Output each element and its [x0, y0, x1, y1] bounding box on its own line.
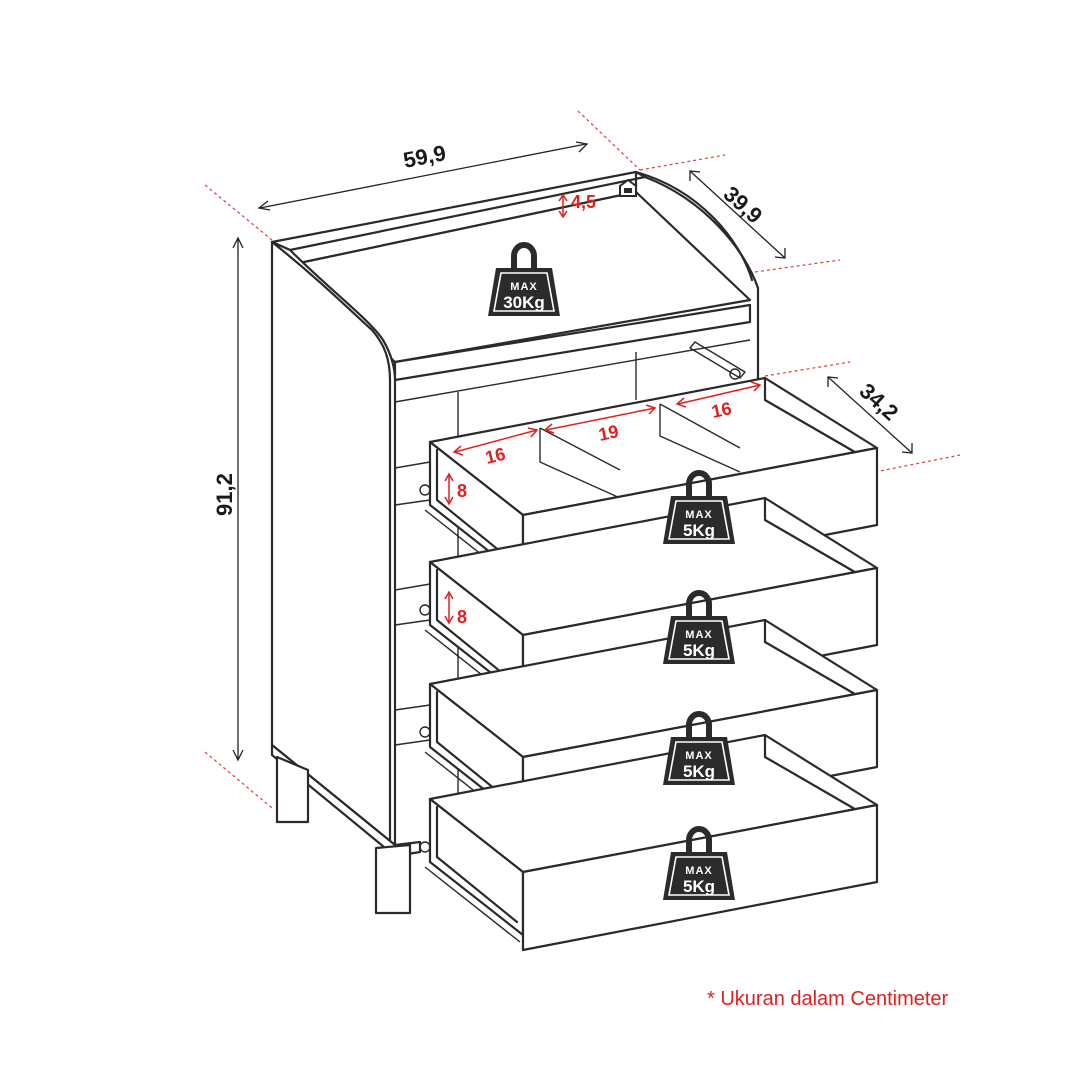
- weight-drawer-3-icon: MAX 5Kg: [663, 711, 735, 785]
- depth-label: 39,9: [719, 181, 768, 228]
- weight-drawer-2-max: MAX: [685, 629, 712, 641]
- dimension-arrows: [232, 141, 913, 762]
- drawer-inner-edge: [435, 690, 519, 809]
- drawer-slide-wheel: [419, 726, 431, 738]
- compartment-middle-label: 19: [597, 421, 621, 445]
- drawer-height-label-2: 8: [457, 607, 467, 627]
- weight-drawer-3-value: 5Kg: [683, 762, 715, 781]
- drawer-height-label-1: 8: [457, 481, 467, 501]
- top-rim-label: 4,5: [571, 192, 596, 212]
- drawer-rail: [429, 861, 524, 936]
- weight-top-icon: MAX 30Kg: [488, 242, 560, 316]
- weight-drawer-3-max: MAX: [685, 750, 712, 762]
- drawer-depth-label: 34,2: [855, 378, 904, 425]
- drawer-inner-edge: [435, 448, 519, 567]
- compartment-right-label: 16: [710, 398, 734, 422]
- drawer-slide-wheel: [419, 841, 431, 853]
- weight-drawer-2-icon: MAX 5Kg: [663, 590, 735, 664]
- drawer-slide-wheel: [419, 604, 431, 616]
- weight-top-value: 30Kg: [503, 293, 545, 312]
- drawer-inner-edge: [435, 805, 519, 924]
- unit-note: * Ukuran dalam Centimeter: [707, 988, 949, 1010]
- guide-lines: [204, 110, 961, 809]
- weight-drawer-4-value: 5Kg: [683, 877, 715, 896]
- red-dimension-marks: [444, 193, 762, 625]
- weight-drawer-1-value: 5Kg: [683, 521, 715, 540]
- drawer-slide-wheel: [419, 484, 431, 496]
- compartment-left-label: 16: [483, 444, 507, 468]
- weight-drawer-1-icon: MAX 5Kg: [663, 470, 735, 544]
- weight-drawer-2-value: 5Kg: [683, 641, 715, 660]
- weight-top-max: MAX: [510, 281, 537, 293]
- drawer-back-right: [763, 733, 862, 814]
- brand-badge-icon: [619, 178, 637, 197]
- divider-left: [539, 428, 621, 499]
- drawer-back-right: [763, 618, 862, 699]
- cabinet-body: [270, 170, 760, 915]
- drawer-back-right: [763, 496, 862, 577]
- height-label: 91,2: [212, 473, 237, 516]
- drawer-rail-lower: [424, 866, 521, 943]
- drawer-inner-edge: [435, 568, 519, 687]
- weight-drawer-1-max: MAX: [685, 509, 712, 521]
- weight-drawer-4-icon: MAX 5Kg: [663, 826, 735, 900]
- drawer-back-right: [763, 376, 862, 457]
- width-label: 59,9: [401, 140, 448, 173]
- weight-drawer-4-max: MAX: [685, 865, 712, 877]
- divider-right: [659, 404, 741, 473]
- divider-tops: [539, 403, 741, 471]
